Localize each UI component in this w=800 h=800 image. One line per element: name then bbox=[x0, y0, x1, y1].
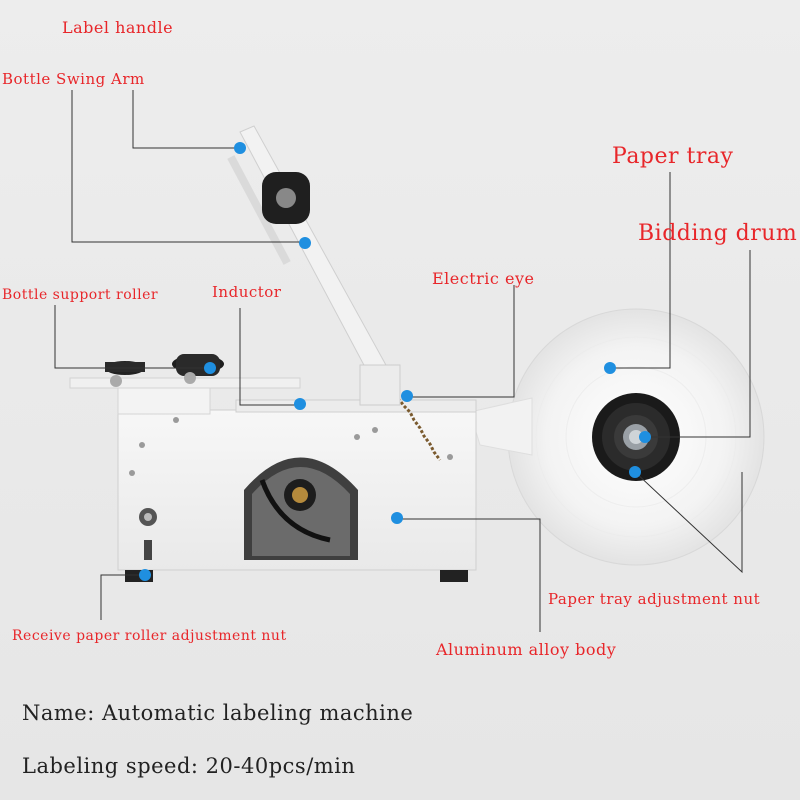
bottle-swing-arm-label: Bottle Swing Arm bbox=[2, 70, 145, 88]
leader-paper-tray bbox=[610, 172, 671, 369]
leader-tray-nut bbox=[634, 471, 743, 574]
marker-tray-nut bbox=[629, 466, 641, 478]
leader-receive-nut bbox=[100, 574, 145, 620]
marker-body bbox=[391, 512, 403, 524]
spec-name: Name: Automatic labeling machine bbox=[22, 701, 414, 725]
spec-speed: Labeling speed: 20-40pcs/min bbox=[22, 754, 356, 778]
swing-arm bbox=[227, 125, 401, 406]
leader-lines bbox=[54, 90, 751, 632]
paper-tray-label: Paper tray bbox=[612, 144, 734, 169]
marker-bidding-drum bbox=[639, 431, 651, 443]
leader-inductor bbox=[239, 308, 300, 406]
marker-electric-eye bbox=[401, 390, 413, 402]
paper-tray-adjustment-nut-label: Paper tray adjustment nut bbox=[548, 590, 761, 608]
bidding-drum-label: Bidding drum bbox=[638, 221, 798, 246]
callout-markers bbox=[139, 142, 651, 581]
leader-label-handle bbox=[132, 90, 240, 149]
marker-label-handle bbox=[234, 142, 246, 154]
bottle-support-roller-label: Bottle support roller bbox=[2, 287, 159, 303]
label-handle-label: Label handle bbox=[62, 18, 174, 37]
marker-paper-tray bbox=[604, 362, 616, 374]
leader-bidding-drum bbox=[646, 250, 751, 438]
leader-swing-arm bbox=[71, 90, 305, 243]
reel-hub bbox=[592, 393, 680, 481]
leader-support-roller bbox=[54, 305, 210, 369]
electric-eye-label: Electric eye bbox=[432, 269, 535, 288]
receive-paper-roller-adjustment-nut-label: Receive paper roller adjustment nut bbox=[12, 628, 287, 644]
inductor-label: Inductor bbox=[212, 283, 282, 301]
marker-support-roller bbox=[204, 362, 216, 374]
machine-body bbox=[69, 377, 477, 582]
label-web bbox=[469, 397, 533, 456]
aluminum-alloy-body-label: Aluminum alloy body bbox=[436, 640, 617, 659]
marker-receive-nut bbox=[139, 569, 151, 581]
leader-body bbox=[398, 518, 541, 632]
leader-electric-eye bbox=[407, 285, 515, 398]
marker-inductor bbox=[294, 398, 306, 410]
marker-swing-arm bbox=[299, 237, 311, 249]
